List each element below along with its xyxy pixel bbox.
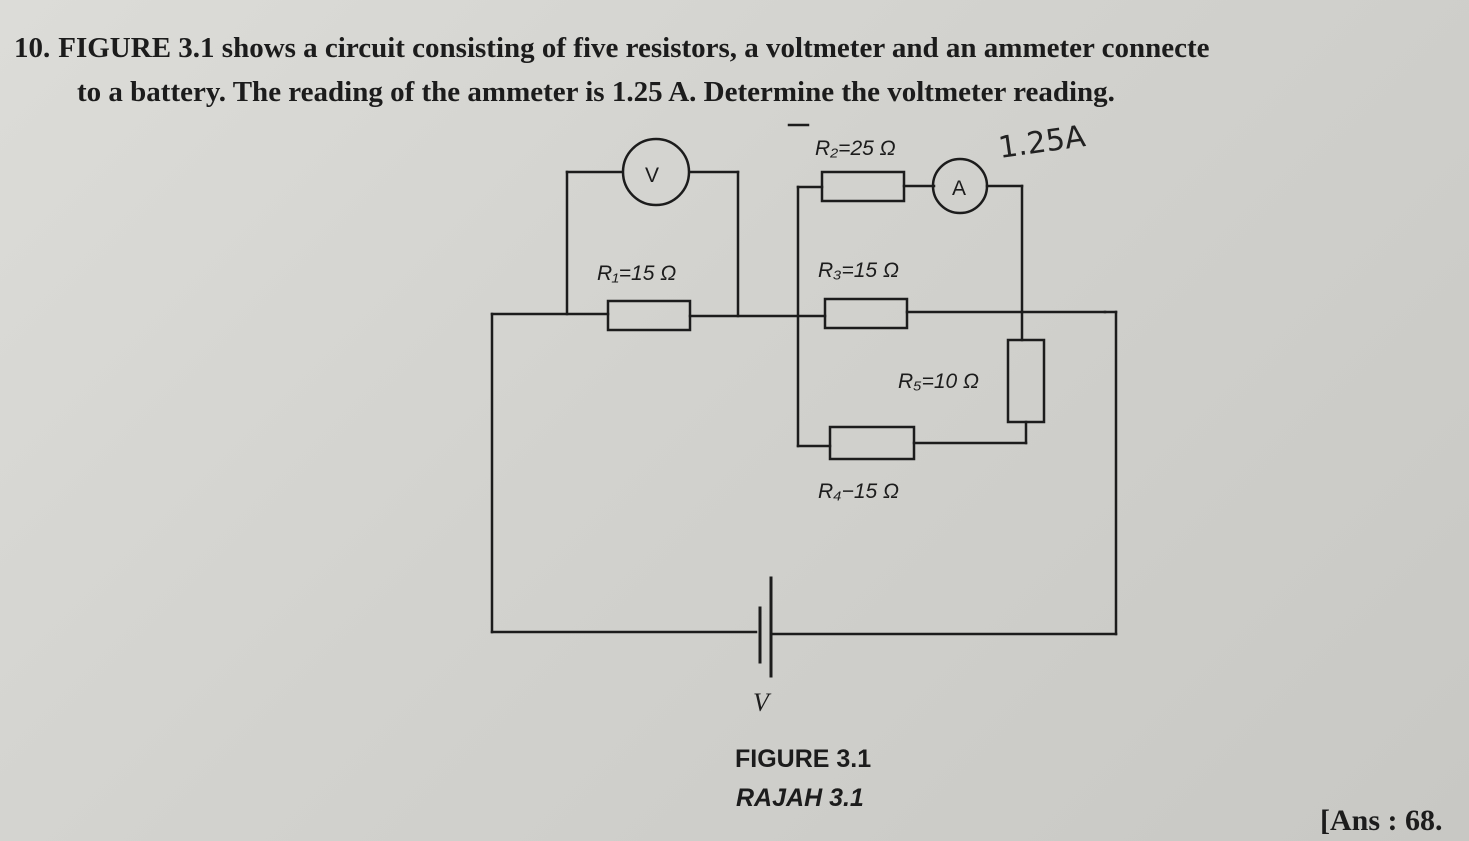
r4-label: R₄−15 Ω (818, 480, 899, 503)
figure-caption: FIGURE 3.1 (735, 745, 872, 773)
resistor-r1 (606, 299, 692, 332)
question-line-2: to a battery. The reading of the ammeter… (77, 76, 1115, 108)
battery-label: V (753, 688, 769, 717)
question-text: 10.FIGURE 3.1 shows a circuit consisting… (14, 26, 1464, 114)
r2-label: R₂=25 Ω (815, 137, 896, 160)
voltmeter-icon (621, 137, 691, 207)
answer-text: [Ans : 68. (1320, 804, 1443, 837)
resistor-r4 (828, 425, 916, 461)
question-line-1-text: FIGURE 3.1 shows a circuit consisting of… (58, 32, 1210, 64)
question-number: 10. (14, 32, 51, 64)
ammeter-symbol: A (952, 177, 966, 200)
r5-label: R₅=10 Ω (898, 370, 979, 393)
voltmeter-symbol: V (645, 164, 659, 187)
resistor-r3 (823, 297, 909, 330)
resistor-r5 (1006, 338, 1046, 424)
r1-label: R₁=15 Ω (597, 262, 676, 285)
r3-label: R₃=15 Ω (818, 259, 899, 282)
question-line-1: 10.FIGURE 3.1 shows a circuit consisting… (14, 26, 1464, 70)
figure-caption-malay: RAJAH 3.1 (736, 784, 864, 812)
handwritten-note: 1.25A (996, 119, 1088, 166)
resistor-r2 (820, 170, 906, 203)
